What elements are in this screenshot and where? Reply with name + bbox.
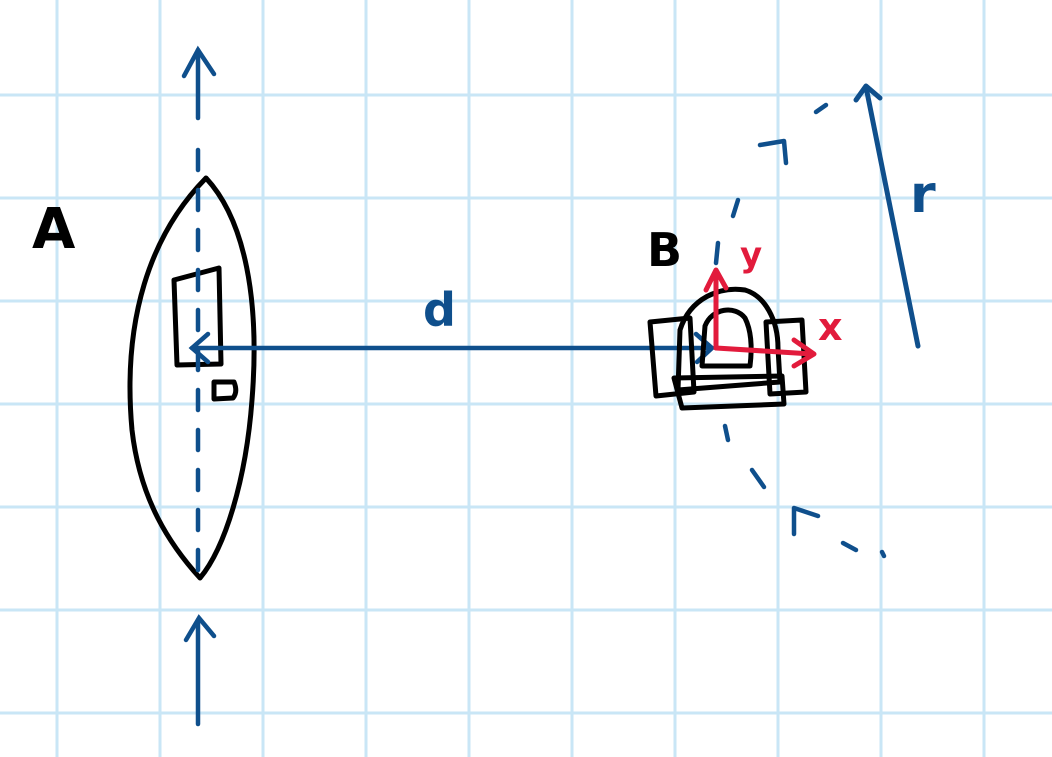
arc-dash-6 bbox=[730, 197, 741, 219]
left-wheel bbox=[647, 315, 697, 399]
up-arrow-bottom-icon bbox=[183, 614, 217, 643]
x-axis-arrow-icon bbox=[791, 337, 817, 369]
arc-dash-7 bbox=[813, 102, 829, 115]
vertical-travel-axis bbox=[181, 45, 217, 727]
arc-dash-4 bbox=[722, 423, 731, 443]
y-axis-arrow-icon bbox=[703, 267, 729, 293]
up-arrow-top-icon bbox=[181, 45, 217, 79]
arc-dash-1 bbox=[879, 549, 887, 559]
inner-dome bbox=[699, 307, 754, 369]
dome-body bbox=[675, 286, 783, 393]
base-plate bbox=[671, 373, 787, 411]
label-axis-y: y bbox=[740, 235, 762, 275]
left-arrowhead-icon bbox=[188, 331, 211, 365]
radius-line-shaft bbox=[863, 84, 921, 349]
lens-body bbox=[127, 175, 257, 581]
local-frame bbox=[703, 267, 817, 369]
distance-line bbox=[188, 331, 716, 365]
arc-dash-3 bbox=[749, 467, 767, 490]
radius-line bbox=[853, 83, 921, 349]
label-radius: r bbox=[910, 165, 936, 225]
label-distance: d bbox=[423, 283, 456, 337]
arc-dash-2 bbox=[840, 540, 859, 553]
right-wheel bbox=[763, 317, 809, 397]
inner-rectangle bbox=[171, 265, 224, 368]
arc-arrow-lower-icon bbox=[791, 505, 821, 537]
label-axis-x: x bbox=[818, 305, 843, 349]
radius-arrowhead-icon bbox=[853, 83, 883, 103]
arc-dash-5 bbox=[713, 240, 721, 266]
object-a bbox=[127, 175, 257, 581]
rotation-arc bbox=[713, 102, 887, 559]
label-point-a: A bbox=[32, 197, 76, 262]
object-b bbox=[647, 286, 809, 411]
x-axis-shaft bbox=[713, 345, 815, 357]
arc-arrow-upper-icon bbox=[757, 138, 789, 166]
small-square bbox=[211, 379, 239, 402]
label-point-b: B bbox=[647, 223, 682, 277]
